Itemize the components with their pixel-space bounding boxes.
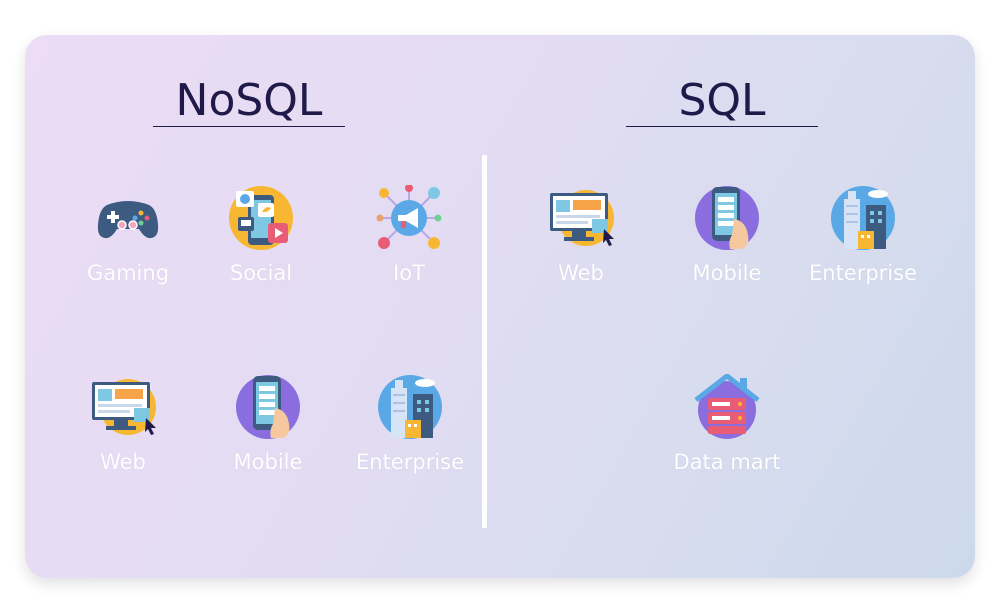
enterprise-building-icon bbox=[830, 185, 896, 251]
social-apps-icon bbox=[228, 185, 294, 251]
sql-title: SQL bbox=[626, 76, 818, 127]
iot-megaphone-icon bbox=[376, 185, 442, 251]
web-monitor-icon bbox=[548, 185, 614, 251]
mobile-phone-icon bbox=[235, 374, 301, 440]
mobile-phone-icon bbox=[694, 185, 760, 251]
section-divider bbox=[482, 155, 487, 528]
item-label: Data mart bbox=[673, 450, 781, 474]
item-label: Enterprise bbox=[355, 450, 465, 474]
comparison-card bbox=[25, 35, 975, 578]
item-label: Social bbox=[229, 261, 293, 285]
data-mart-icon bbox=[694, 374, 760, 440]
item-label: Web bbox=[100, 450, 146, 474]
item-label: Mobile bbox=[692, 261, 762, 285]
item-label: Enterprise bbox=[808, 261, 918, 285]
nosql-title: NoSQL bbox=[153, 76, 345, 127]
item-label: Mobile bbox=[233, 450, 303, 474]
item-label: Web bbox=[558, 261, 604, 285]
gamepad-icon bbox=[95, 185, 161, 251]
web-monitor-icon bbox=[90, 374, 156, 440]
item-label: Gaming bbox=[86, 261, 170, 285]
item-label: IoT bbox=[393, 261, 425, 285]
enterprise-building-icon bbox=[377, 374, 443, 440]
